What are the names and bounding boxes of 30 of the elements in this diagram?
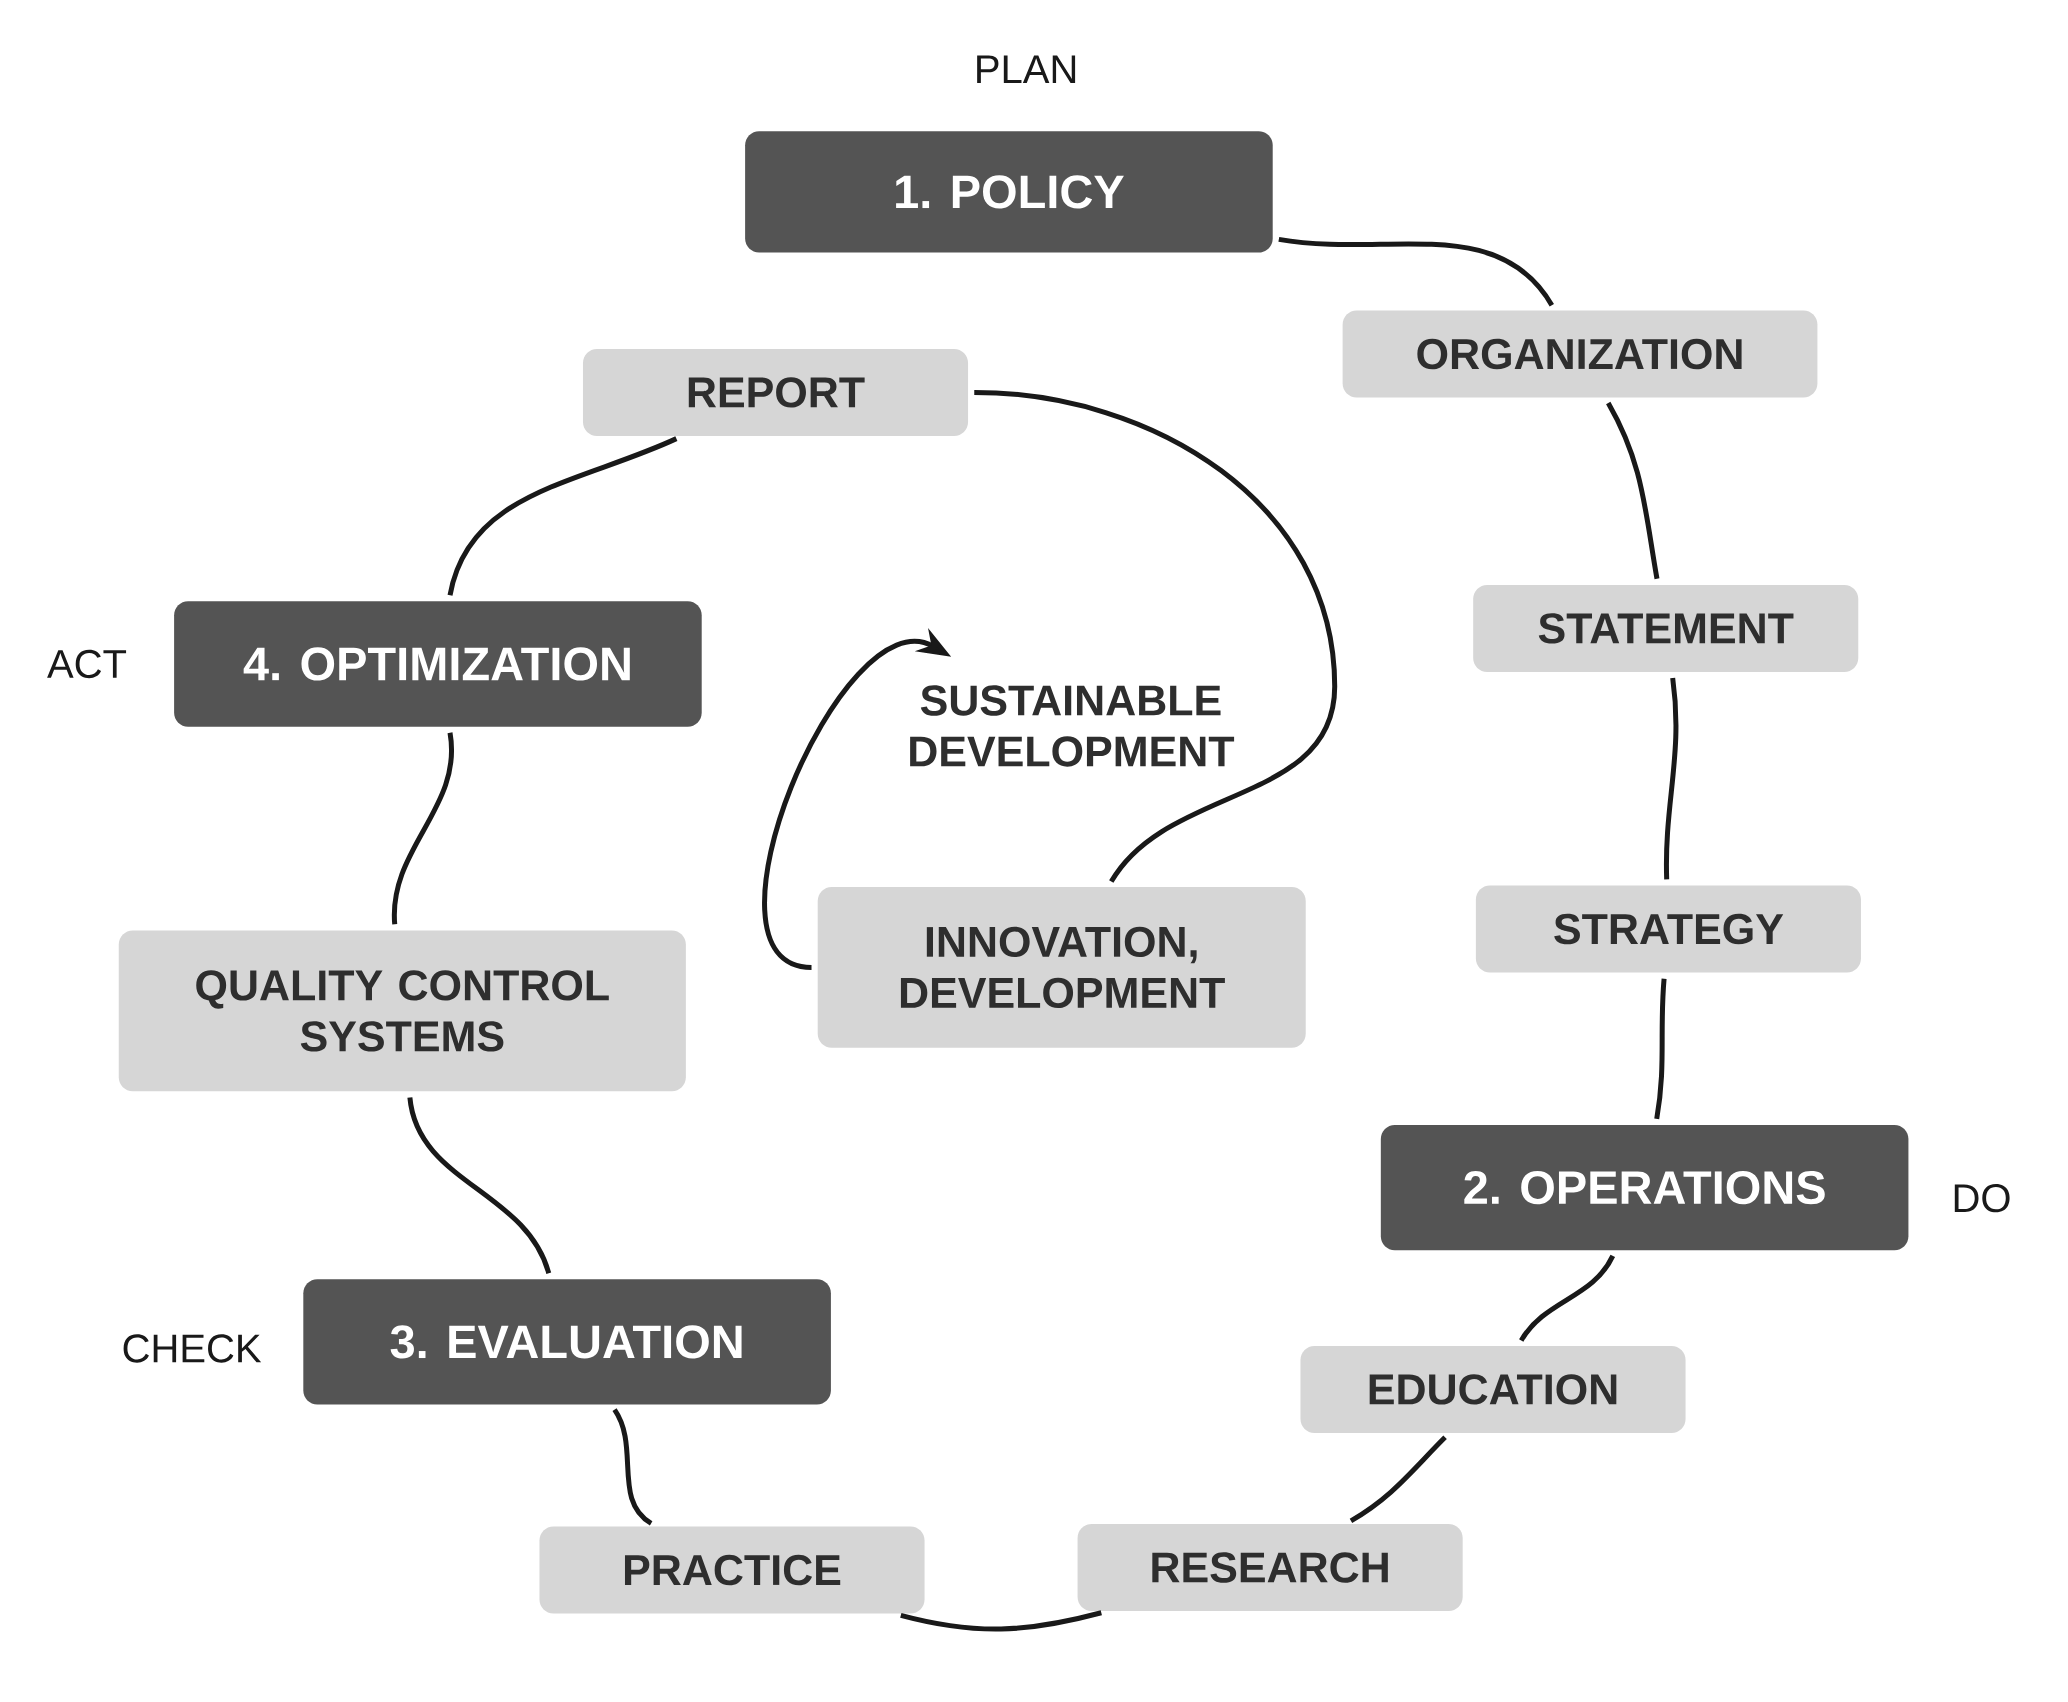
- step-box: ORGANIZATION: [1342, 310, 1818, 398]
- center-text: SUSTAINABLE DEVELOPMENT: [910, 685, 1235, 767]
- connector: [1654, 978, 1667, 1120]
- stage-label: CHECK: [123, 1334, 262, 1363]
- connector: [1278, 236, 1554, 307]
- step-box: INNOVATION, DEVELOPMENT: [817, 886, 1306, 1048]
- connector: [1349, 1435, 1447, 1523]
- step-box: STRATEGY: [1475, 885, 1861, 973]
- stage-box: 1. POLICY: [745, 131, 1273, 253]
- connector: [447, 436, 678, 596]
- stage-box: 3. EVALUATION: [303, 1279, 831, 1405]
- connector: [1606, 401, 1660, 580]
- stage-label: ACT: [47, 649, 127, 679]
- stage-label: PLAN: [977, 55, 1076, 83]
- connector: [1519, 1254, 1615, 1342]
- step-box: REPORT: [582, 348, 969, 436]
- step-box: QUALITY CONTROL SYSTEMS: [118, 930, 686, 1092]
- connector: [612, 1408, 653, 1526]
- connector: [392, 732, 455, 925]
- step-box: STATEMENT: [1473, 584, 1859, 672]
- stage-box: 2. OPERATIONS: [1380, 1124, 1909, 1251]
- connector: [407, 1097, 552, 1275]
- step-box: PRACTICE: [539, 1526, 925, 1614]
- connector: [900, 1610, 1102, 1632]
- connector: [974, 389, 1338, 884]
- stage-label: DO: [1954, 1184, 2010, 1213]
- stage-box: 4. OPTIMIZATION: [174, 601, 702, 727]
- step-box: EDUCATION: [1300, 1345, 1686, 1433]
- connector: [1663, 677, 1679, 880]
- step-box: RESEARCH: [1077, 1524, 1463, 1611]
